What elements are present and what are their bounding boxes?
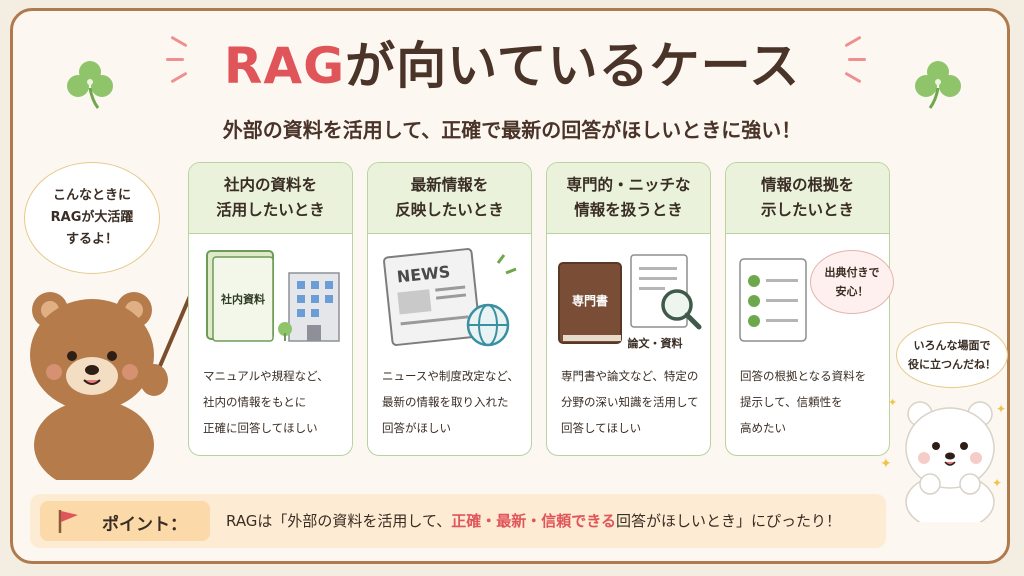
book-label: 専門書 [572, 293, 608, 308]
title-rest: が向いているケース [345, 37, 801, 95]
point-text-after: 回答がほしいとき」にぴったり！ [615, 512, 841, 530]
document-label: 社内資料 [220, 292, 265, 306]
sparkle-right-2 [848, 58, 866, 61]
card-internal-docs: 社内の資料を 活用したいとき 社内資料 マニュアルや規程など、 社内の情報をもと… [188, 162, 353, 456]
bear-speech-bubble: こんなときに RAGが大活躍 するよ！ [24, 162, 160, 274]
point-text: RAGは「外部の資料を活用して、正確・最新・信頼できる回答がほしいとき」にぴった… [226, 510, 841, 531]
sparkle-icon: ✦ [992, 476, 1003, 490]
point-badge: ポイント： [40, 501, 210, 541]
card-specialized-info: 専門的・ニッチな 情報を扱うとき 専門書 論文・資料 専門書や論文など、特定の … [546, 162, 711, 456]
point-label: ポイント： [102, 515, 187, 535]
subtitle: 外部の資料を活用して、正確で最新の回答がほしいときに強い！ [222, 118, 802, 142]
point-bar: ポイント： RAGは「外部の資料を活用して、正確・最新・信頼できる回答がほしいと… [30, 494, 886, 548]
evidence-speech-bubble: 出典付きで 安心！ [810, 250, 894, 314]
sparkle-icon: ✦ [996, 402, 1007, 416]
card-heading: 情報の根拠を 示したいとき [726, 163, 889, 234]
building-icon [278, 272, 340, 342]
title-highlight: RAG [223, 37, 346, 95]
flag-icon [58, 510, 78, 533]
clover-icon [67, 61, 113, 109]
sparkle-icon: ✦ [880, 456, 892, 472]
sparkle-icon: ✦ [888, 396, 898, 409]
checklist-illustration [739, 258, 807, 342]
globe-icon [466, 303, 510, 347]
polar-bubble-text: いろんな場面で 役に立つんだね！ [908, 339, 996, 371]
page-title: RAGが向いているケース [0, 26, 1024, 98]
bear-character [30, 281, 194, 480]
evidence-bubble-text: 出典付きで 安心！ [824, 266, 880, 298]
card-description: マニュアルや規程など、 社内の情報をもとに 正確に回答してほしい [203, 369, 329, 435]
card-description: ニュースや制度改定など、 最新の情報を取り入れた 回答がほしい [382, 369, 519, 435]
card-heading: 専門的・ニッチな 情報を扱うとき [547, 163, 710, 234]
document-illustration: 社内資料 [206, 250, 340, 342]
magnifier-icon [661, 289, 702, 330]
book-illustration: 専門書 論文・資料 [558, 254, 702, 350]
card-description: 専門書や論文など、特定の 分野の深い知識を活用して 回答してほしい [561, 369, 699, 435]
polar-bear-character [905, 401, 995, 522]
point-text-highlight: 正確・最新・信頼できる [451, 512, 616, 530]
point-text-before: RAGは「外部の資料を活用して、 [226, 512, 452, 530]
newspaper-illustration: NEWS [383, 248, 517, 347]
book-sublabel: 論文・資料 [628, 336, 683, 350]
card-latest-info: 最新情報を 反映したいとき NEWS ニュースや制度改定など、 最新の情報を取り… [367, 162, 532, 456]
card-heading: 社内の資料を 活用したいとき [189, 163, 352, 234]
polar-speech-bubble: いろんな場面で 役に立つんだね！ [896, 322, 1008, 388]
clover-icon [915, 61, 961, 109]
card-description: 回答の根拠となる資料を 提示して、信頼性を 高めたい [740, 369, 867, 435]
bear-bubble-text: こんなときに RAGが大活躍 するよ！ [50, 188, 134, 247]
card-heading: 最新情報を 反映したいとき [368, 163, 531, 234]
sparkle-left-2 [166, 58, 184, 61]
